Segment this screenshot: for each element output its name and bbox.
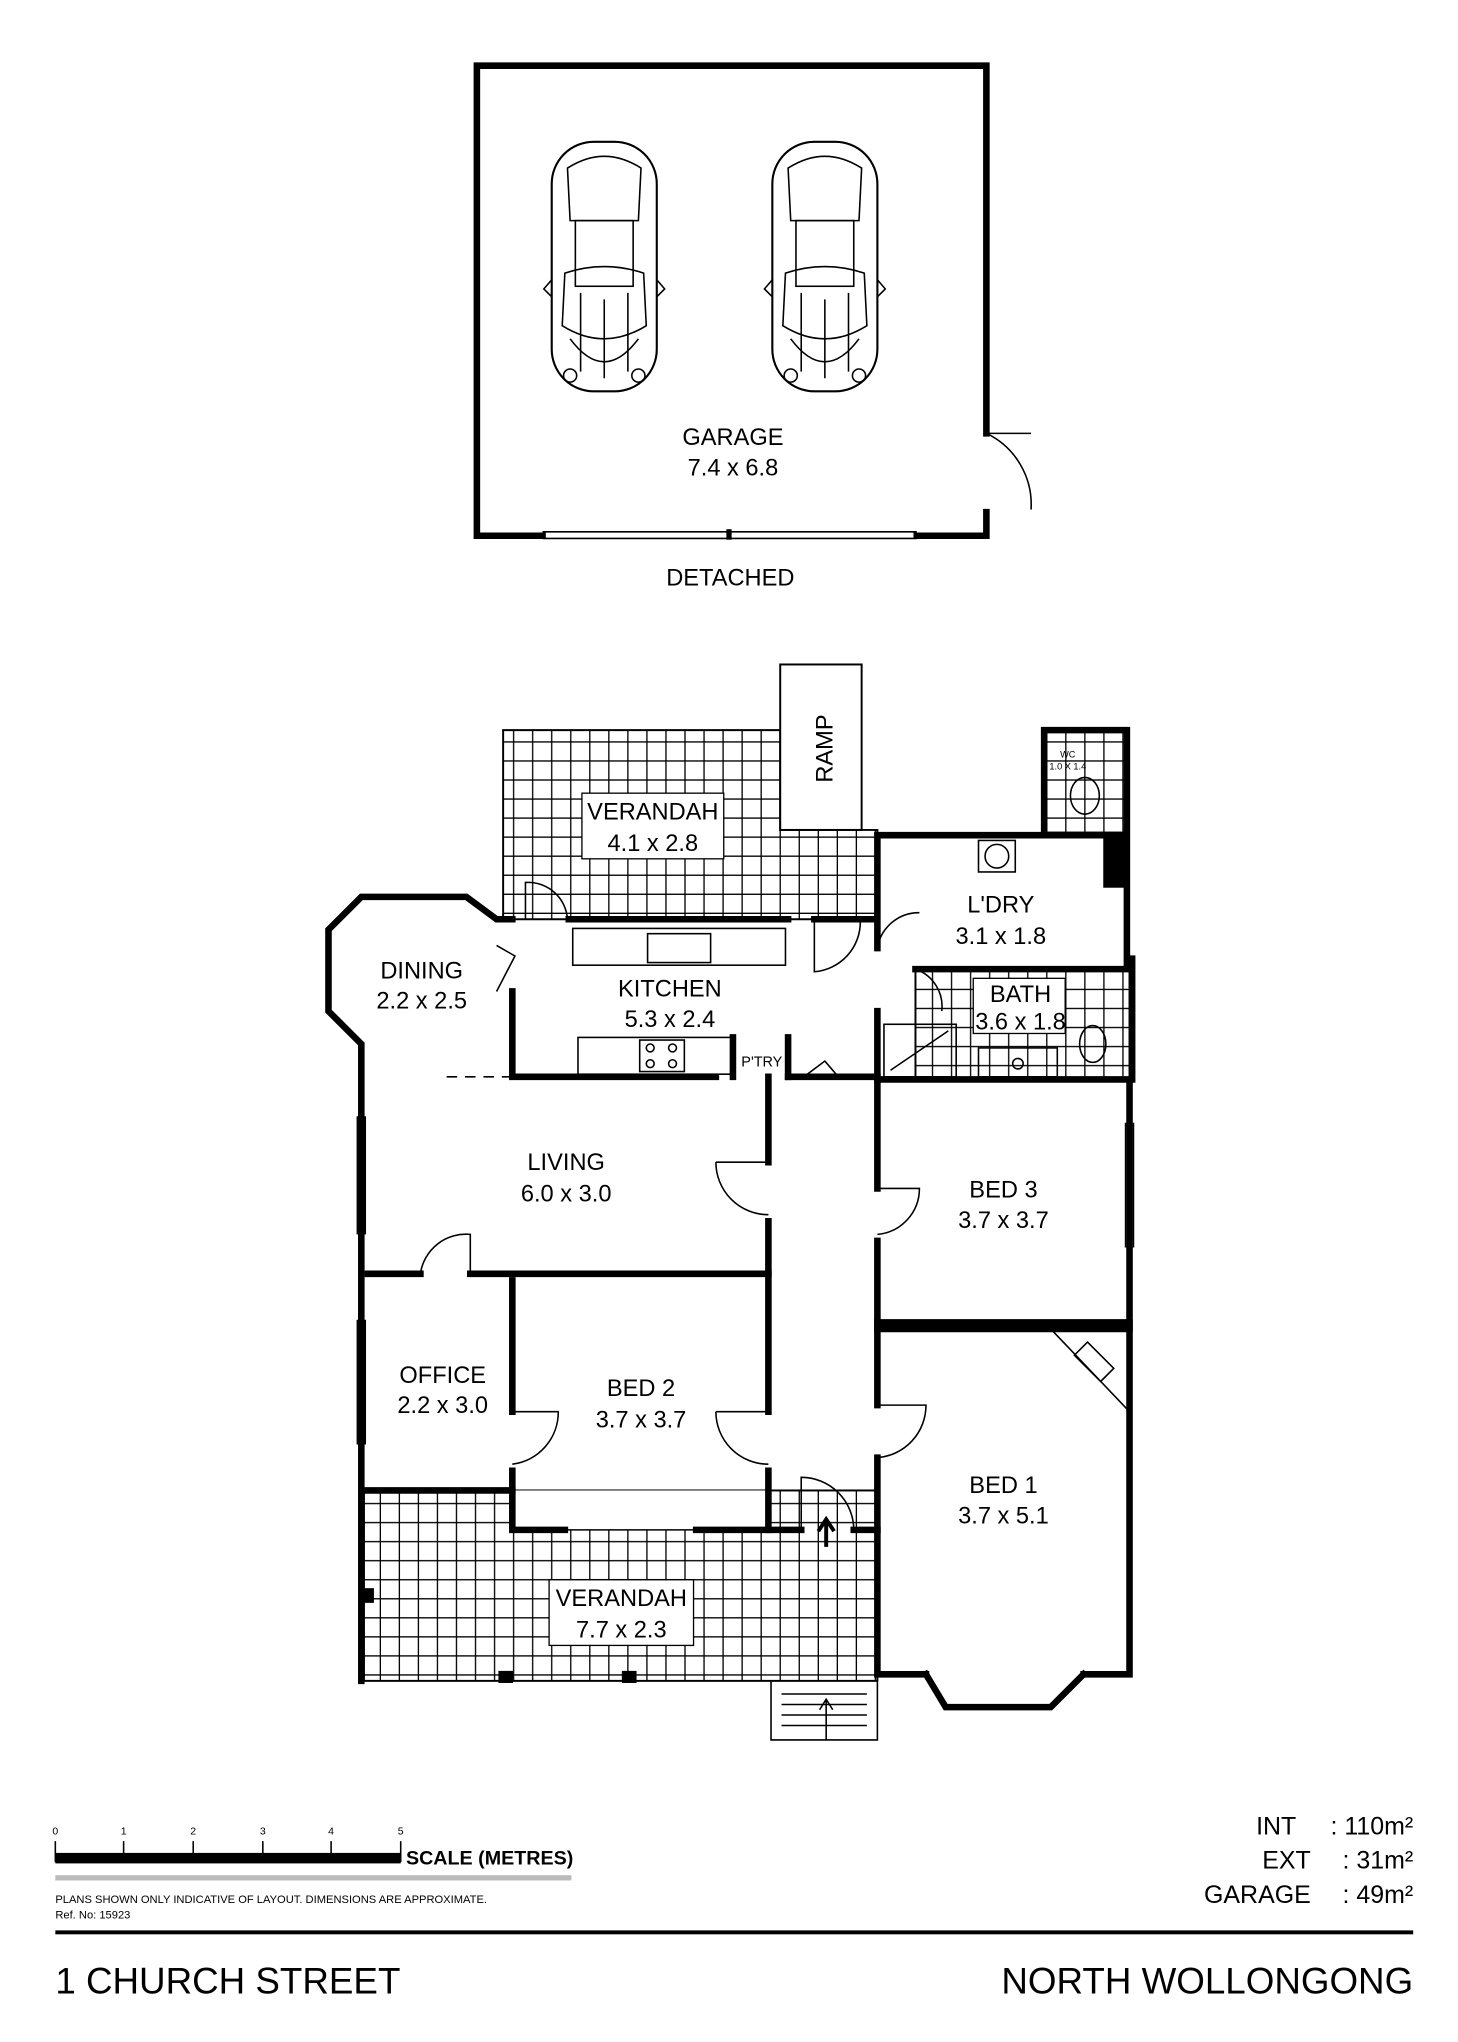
dining-label: DINING: [380, 958, 463, 984]
garage-label: GARAGE: [682, 425, 783, 451]
vanity-icon: [977, 1047, 1059, 1078]
entry-arrow-icon: [816, 1515, 836, 1547]
toilet-icon: [1078, 1024, 1107, 1064]
toilet-icon: [1069, 776, 1101, 815]
svg-text:5: 5: [398, 1826, 404, 1838]
entry-arrow-icon: [818, 1697, 834, 1740]
wc-floor: [1043, 729, 1128, 834]
bath-label: BATH: [990, 982, 1051, 1008]
robe-icon: [1050, 1328, 1131, 1413]
wc-label: WC: [1060, 750, 1076, 760]
wc-size: 1.0 X 1.4: [1049, 762, 1086, 772]
svg-text:EXT: EXT: [1262, 1847, 1311, 1875]
scale-label: SCALE (METRES): [406, 1848, 573, 1870]
disclaimer: PLANS SHOWN ONLY INDICATIVE OF LAYOUT. D…: [55, 1894, 487, 1906]
svg-text:: 49m²: : 49m²: [1342, 1881, 1413, 1909]
office-size: 2.2 x 3.0: [397, 1393, 488, 1419]
svg-text:INT: INT: [1256, 1813, 1296, 1841]
sink-icon: [646, 932, 712, 964]
bed1-label: BED 1: [969, 1473, 1037, 1499]
svg-text:2: 2: [190, 1826, 196, 1838]
ramp-label: RAMP: [813, 714, 839, 782]
fixtures: [363, 776, 1131, 1741]
bed3-size: 3.7 x 3.7: [958, 1208, 1049, 1234]
car-icon: [763, 140, 887, 393]
svg-text:GARAGE: GARAGE: [1204, 1881, 1311, 1909]
door-swings: [419, 881, 943, 1530]
kitchen-size: 5.3 x 2.4: [625, 1007, 716, 1033]
car-icon: [542, 140, 666, 393]
rear-verandah-size: 4.1 x 2.8: [608, 831, 699, 857]
bed1-size: 3.7 x 5.1: [958, 1503, 1049, 1529]
laundry-label: L'DRY: [967, 893, 1034, 919]
bed2-size: 3.7 x 3.7: [596, 1407, 687, 1433]
svg-text:0: 0: [52, 1826, 58, 1838]
washing-machine-icon: [977, 839, 1017, 873]
bath-size: 3.6 x 1.8: [975, 1010, 1066, 1036]
svg-text:3: 3: [260, 1826, 266, 1838]
living-size: 6.0 x 3.0: [521, 1182, 612, 1208]
front-verandah-label: VERANDAH: [556, 1586, 687, 1612]
bed2-label: BED 2: [607, 1376, 675, 1402]
pantry-label: P'TRY: [741, 1054, 782, 1070]
scale-bar: 0 1 2 3 4 5 SCALE (METRES): [52, 1826, 573, 1881]
cooktop-icon: [638, 1039, 686, 1073]
reference-number: Ref. No: 15923: [55, 1910, 130, 1922]
front-steps: [770, 1680, 879, 1741]
kitchen-label: KITCHEN: [618, 977, 722, 1003]
garage-detached-note: DETACHED: [666, 566, 794, 592]
svg-text:4: 4: [328, 1826, 334, 1838]
divider: [55, 1930, 1414, 1935]
living-label: LIVING: [527, 1150, 604, 1176]
dining-size: 2.2 x 2.5: [376, 989, 467, 1015]
address-street: 1 CHURCH STREET: [55, 1960, 400, 2001]
area-summary: INT : 110m² EXT : 31m² GARAGE : 49m²: [1204, 1813, 1413, 1909]
laundry-size: 3.1 x 1.8: [956, 924, 1047, 950]
svg-text:: 31m²: : 31m²: [1342, 1847, 1413, 1875]
svg-text:1: 1: [121, 1826, 127, 1838]
office-label: OFFICE: [399, 1363, 486, 1389]
svg-text:: 110m²: : 110m²: [1330, 1813, 1413, 1841]
garage-size: 7.4 x 6.8: [688, 455, 779, 481]
ramp: [779, 663, 863, 831]
bed3-label: BED 3: [969, 1178, 1037, 1204]
front-verandah-size: 7.7 x 2.3: [576, 1618, 667, 1644]
rear-verandah-label: VERANDAH: [587, 799, 718, 825]
address-suburb: NORTH WOLLONGONG: [1001, 1960, 1413, 2001]
shower-icon: [883, 1023, 957, 1078]
garage: GARAGE 7.4 x 6.8 DETACHED: [473, 62, 1032, 592]
garage-door-swing: [986, 432, 1032, 510]
